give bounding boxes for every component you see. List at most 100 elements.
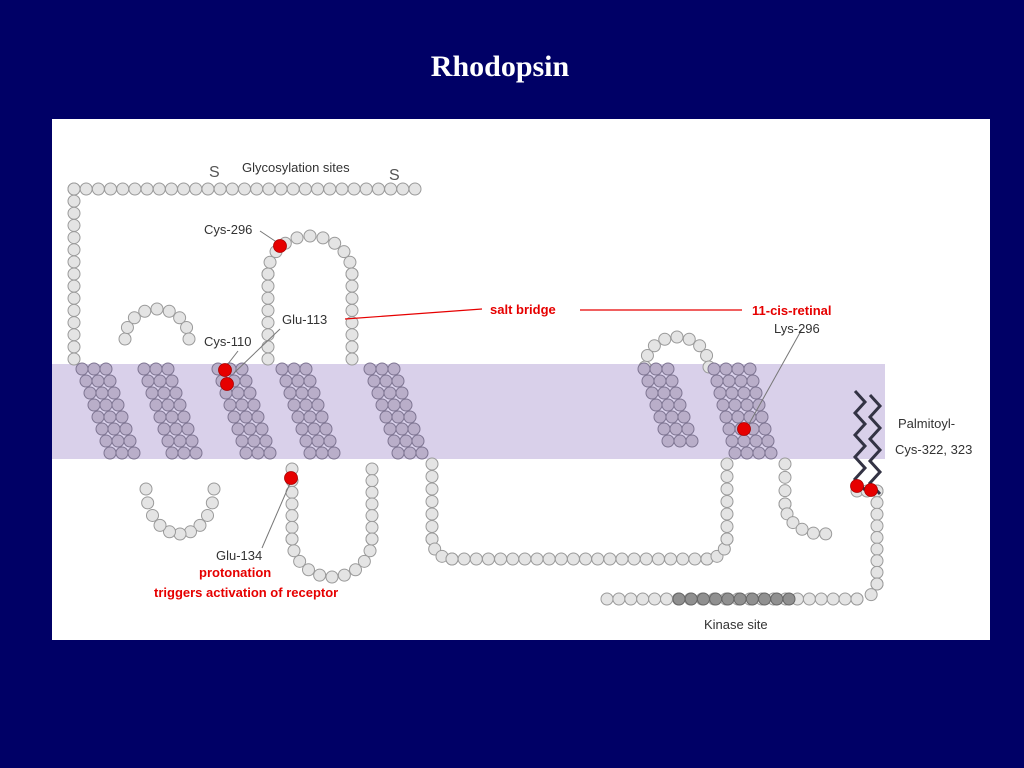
transmembrane-residue: [315, 446, 329, 460]
transmembrane-helices: [75, 362, 778, 460]
transmembrane-residue: [263, 446, 277, 460]
n-terminus-residue: [335, 182, 349, 196]
transmembrane-residue: [91, 374, 105, 388]
glycosylation-s-left: S: [209, 164, 220, 181]
cys322-residue: [850, 479, 864, 493]
transmembrane-residue: [661, 398, 675, 412]
lys296-residue: [737, 422, 751, 436]
transmembrane-residue: [722, 422, 736, 436]
transmembrane-residue: [641, 374, 655, 388]
extracellular-loop-residue: [337, 245, 351, 259]
transmembrane-residue: [79, 374, 93, 388]
kinase-site-residue: [733, 592, 747, 606]
transmembrane-residue: [653, 374, 667, 388]
cytoplasmic-loop-residue: [506, 552, 520, 566]
c-terminus-residue: [600, 592, 614, 606]
transmembrane-residue: [363, 362, 377, 376]
transmembrane-residue: [303, 374, 317, 388]
transmembrane-residue: [725, 434, 739, 448]
cytoplasmic-loop-residue: [293, 554, 307, 568]
transmembrane-residue: [247, 434, 261, 448]
transmembrane-residue: [411, 434, 425, 448]
lys296-label: Lys-296: [774, 321, 820, 336]
transmembrane-residue: [665, 374, 679, 388]
cytoplasmic-loop-residue: [720, 532, 734, 546]
cytoplasmic-loop-residue: [349, 563, 363, 577]
n-terminus-residue: [67, 352, 81, 366]
c-terminus-residue: [795, 522, 809, 536]
transmembrane-residue: [645, 386, 659, 400]
n-terminus-residue: [67, 194, 81, 208]
transmembrane-residue: [673, 398, 687, 412]
transmembrane-residue: [103, 410, 117, 424]
transmembrane-residue: [315, 410, 329, 424]
transmembrane-residue: [649, 398, 663, 412]
c-terminus-residue: [850, 592, 864, 606]
salt-bridge-label: salt bridge: [490, 302, 556, 317]
transmembrane-residue: [657, 386, 671, 400]
cys296-label: Cys-296: [204, 222, 252, 237]
transmembrane-residue: [283, 386, 297, 400]
transmembrane-residue: [383, 422, 397, 436]
glycosylation-s-right: S: [389, 167, 400, 184]
c-terminus-residue: [648, 592, 662, 606]
kinase-site-residue: [672, 592, 686, 606]
n-terminus-residue: [67, 255, 81, 269]
extracellular-loop-residue: [316, 231, 330, 245]
cytoplasmic-loop-residue: [457, 552, 471, 566]
transmembrane-residue: [743, 362, 757, 376]
cytoplasmic-loop-residue: [481, 552, 495, 566]
extracellular-loop-residue: [647, 339, 661, 353]
transmembrane-residue: [379, 374, 393, 388]
transmembrane-residue: [181, 422, 195, 436]
transmembrane-residue: [737, 434, 751, 448]
c-terminus-residue: [870, 554, 884, 568]
transmembrane-residue: [303, 446, 317, 460]
transmembrane-residue: [123, 434, 137, 448]
cytoplasmic-loop-residue: [193, 518, 207, 532]
transmembrane-residue: [103, 446, 117, 460]
cytoplasmic-loop-residue: [139, 482, 153, 496]
transmembrane-residue: [740, 398, 754, 412]
transmembrane-residue: [157, 386, 171, 400]
kinase-site-residue: [782, 592, 796, 606]
extracellular-loop-residue: [261, 328, 275, 342]
cytoplasmic-loop-residue: [201, 508, 215, 522]
extracellular-loop-residue: [640, 349, 654, 363]
n-terminus-residue: [311, 182, 325, 196]
transmembrane-residue: [415, 446, 429, 460]
n-terminus-residue: [408, 182, 422, 196]
cytoplasmic-loop-residue: [445, 552, 459, 566]
transmembrane-residue: [235, 434, 249, 448]
c-terminus-residue: [870, 565, 884, 579]
cytoplasmic-loop-residue: [627, 552, 641, 566]
n-terminus-residue: [225, 182, 239, 196]
cys296-pointer: [259, 230, 279, 244]
transmembrane-residue: [275, 362, 289, 376]
extracellular-loop-residue: [328, 236, 342, 250]
c-terminus-residue: [624, 592, 638, 606]
cytoplasmic-loop-residue: [357, 554, 371, 568]
transmembrane-residue: [251, 446, 265, 460]
cytoplasmic-loop-residue: [651, 552, 665, 566]
n-terminus-residue: [384, 182, 398, 196]
extracellular-loop-residue: [150, 302, 164, 316]
transmembrane-residue: [255, 422, 269, 436]
c-terminus-residue: [814, 592, 828, 606]
n-terminus-residue: [104, 182, 118, 196]
transmembrane-residue: [177, 410, 191, 424]
transmembrane-residue: [161, 362, 175, 376]
transmembrane-residue: [327, 446, 341, 460]
cytoplasmic-loop-residue: [518, 552, 532, 566]
extracellular-loop-residue: [345, 340, 359, 354]
transmembrane-residue: [95, 422, 109, 436]
transmembrane-residue: [391, 410, 405, 424]
c-terminus-residue: [870, 542, 884, 556]
glu134-pointer: [261, 480, 292, 549]
n-terminus-residue: [67, 243, 81, 257]
salt-bridge-pointer-left: [344, 308, 483, 320]
transmembrane-residue: [115, 446, 129, 460]
cytoplasmic-loop-residue: [720, 507, 734, 521]
kinase-site-residue: [758, 592, 772, 606]
transmembrane-residue: [731, 362, 745, 376]
